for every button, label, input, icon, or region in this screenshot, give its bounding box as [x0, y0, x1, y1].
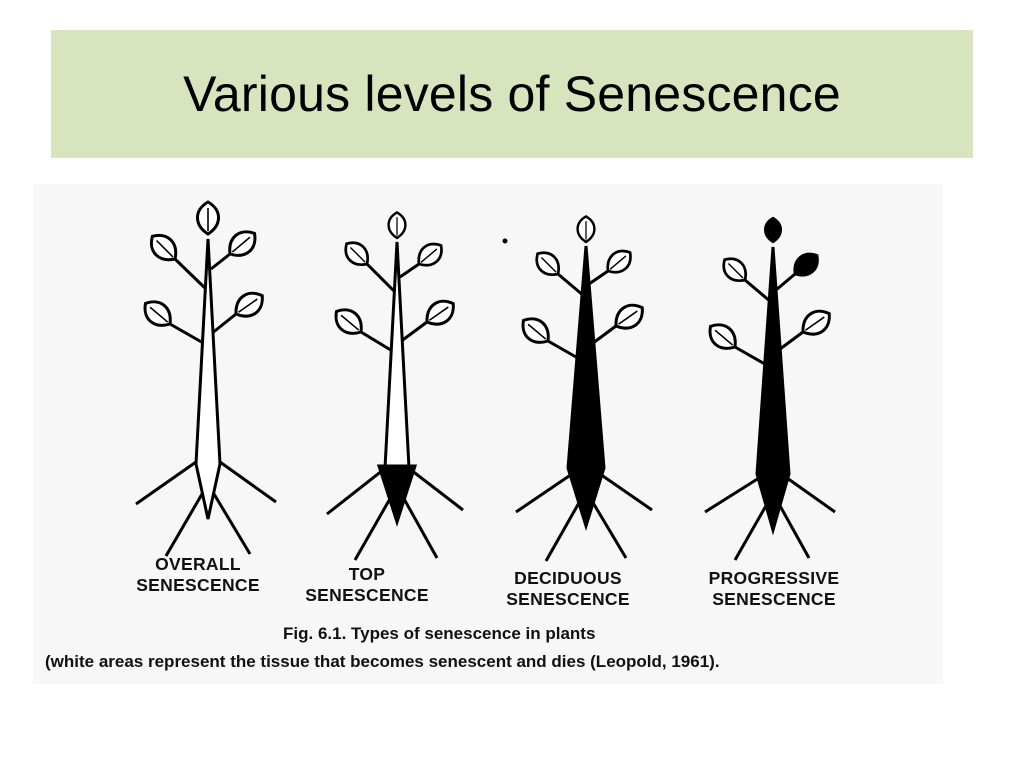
label-line-2: SENESCENCE: [506, 589, 630, 609]
label-line-2: SENESCENCE: [305, 585, 429, 605]
plants-illustration: [135, 200, 837, 562]
plant-top-senescence: [326, 211, 464, 561]
title-band: Various levels of Senescence: [51, 30, 973, 158]
label-line-1: PROGRESSIVE: [708, 568, 840, 588]
figure-caption-note: (white areas represent the tissue that b…: [45, 652, 720, 671]
plant-deciduous-senescence: [515, 215, 653, 562]
label-line-1: OVERALL: [155, 554, 241, 574]
label-overall-senescence: OVERALL SENESCENCE: [103, 554, 293, 596]
label-line-2: SENESCENCE: [136, 575, 260, 595]
label-line-1: DECIDUOUS: [514, 568, 622, 588]
figure-caption-title: Fig. 6.1. Types of senescence in plants: [283, 624, 596, 643]
slide-title: Various levels of Senescence: [183, 66, 841, 122]
label-deciduous-senescence: DECIDUOUS SENESCENCE: [473, 568, 663, 610]
label-progressive-senescence: PROGRESSIVE SENESCENCE: [679, 568, 869, 610]
label-line-1: TOP: [348, 564, 386, 584]
label-top-senescence: TOP SENESCENCE: [272, 564, 462, 606]
label-line-2: SENESCENCE: [712, 589, 836, 609]
plant-progressive-senescence: [702, 216, 837, 561]
stray-dot: [502, 238, 508, 244]
plant-overall-senescence: [135, 200, 277, 557]
senescence-figure: OVERALL SENESCENCE TOP SENESCENCE DECIDU…: [33, 184, 943, 684]
